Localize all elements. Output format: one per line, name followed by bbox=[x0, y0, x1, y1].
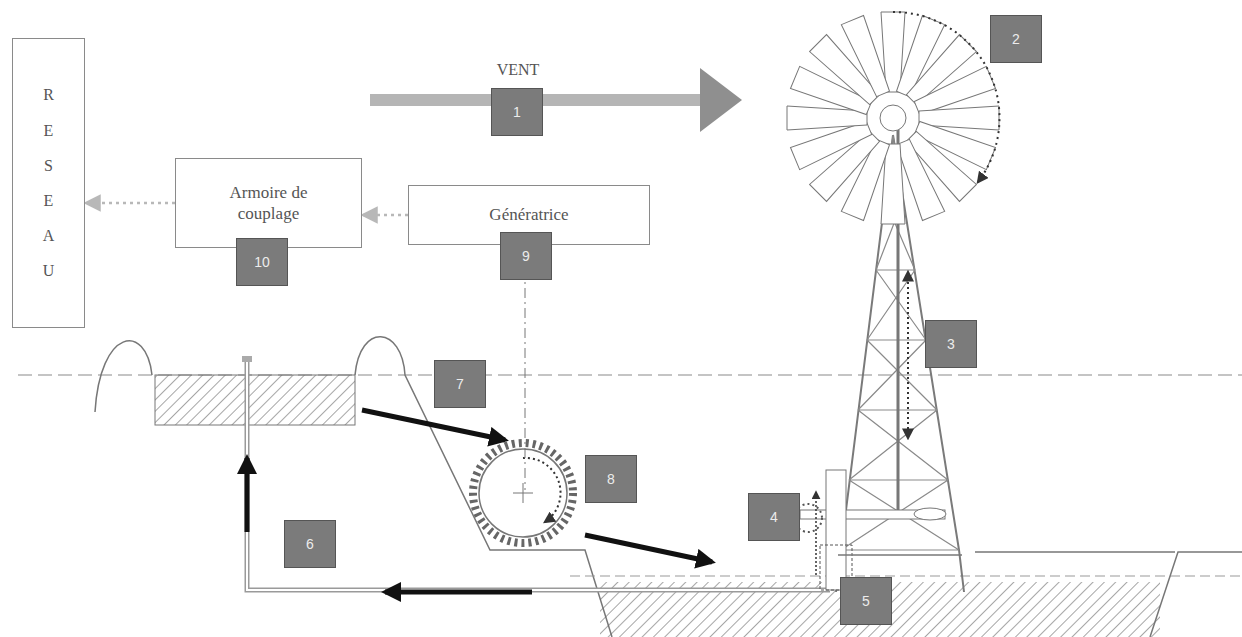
cabinet-box: Armoire de couplage bbox=[175, 158, 362, 248]
pump-housing bbox=[826, 470, 846, 590]
power-flow-arrow bbox=[362, 214, 408, 217]
pump-base bbox=[838, 554, 962, 556]
blade bbox=[841, 15, 894, 98]
callout-number: 8 bbox=[585, 455, 637, 503]
wind-arrow-head bbox=[700, 68, 742, 132]
crank bbox=[914, 508, 946, 520]
node-content: Armoire de couplage bbox=[214, 182, 324, 225]
wheel-teeth bbox=[473, 443, 573, 543]
flow-arrow bbox=[362, 410, 505, 440]
pipe-inner bbox=[247, 360, 830, 590]
embankment bbox=[95, 341, 152, 412]
flow-arrow bbox=[245, 458, 250, 532]
node-text: Armoire de couplage bbox=[214, 182, 324, 225]
callout-number: 10 bbox=[236, 238, 288, 286]
node-text: Génératrice bbox=[489, 204, 568, 225]
rotation-arrow bbox=[523, 458, 561, 522]
wind-label: VENT bbox=[468, 58, 568, 82]
power-flow-arrow bbox=[85, 202, 175, 205]
node-text: RESEAU bbox=[41, 77, 57, 288]
callout-number: 2 bbox=[990, 15, 1042, 63]
hub bbox=[880, 105, 906, 131]
upper-reservoir bbox=[155, 375, 355, 425]
flow-arrow bbox=[385, 590, 532, 595]
node-content: RESEAU bbox=[41, 77, 57, 288]
wheel-axle bbox=[513, 483, 533, 503]
pipe-outlet bbox=[242, 356, 252, 362]
water-wheel bbox=[479, 449, 567, 537]
callout-number: 9 bbox=[500, 232, 552, 280]
pipe bbox=[247, 360, 830, 590]
callout-number: 7 bbox=[434, 360, 486, 408]
shaft-line bbox=[525, 248, 526, 490]
grid-box: RESEAU bbox=[12, 38, 85, 328]
rotation-arrow bbox=[893, 12, 1000, 182]
rotor bbox=[787, 12, 999, 224]
callout-number: 6 bbox=[284, 520, 336, 568]
pump-flow bbox=[815, 492, 817, 575]
callout-number: 1 bbox=[491, 88, 543, 136]
flow-arrow bbox=[585, 535, 712, 562]
bank bbox=[975, 552, 1242, 637]
callout-number: 3 bbox=[925, 320, 977, 368]
water-level bbox=[570, 576, 1242, 577]
node-content: Génératrice bbox=[489, 204, 568, 225]
stroke-arrow bbox=[907, 272, 909, 438]
callout-number: 5 bbox=[840, 577, 892, 625]
callout-number: 4 bbox=[748, 493, 800, 541]
